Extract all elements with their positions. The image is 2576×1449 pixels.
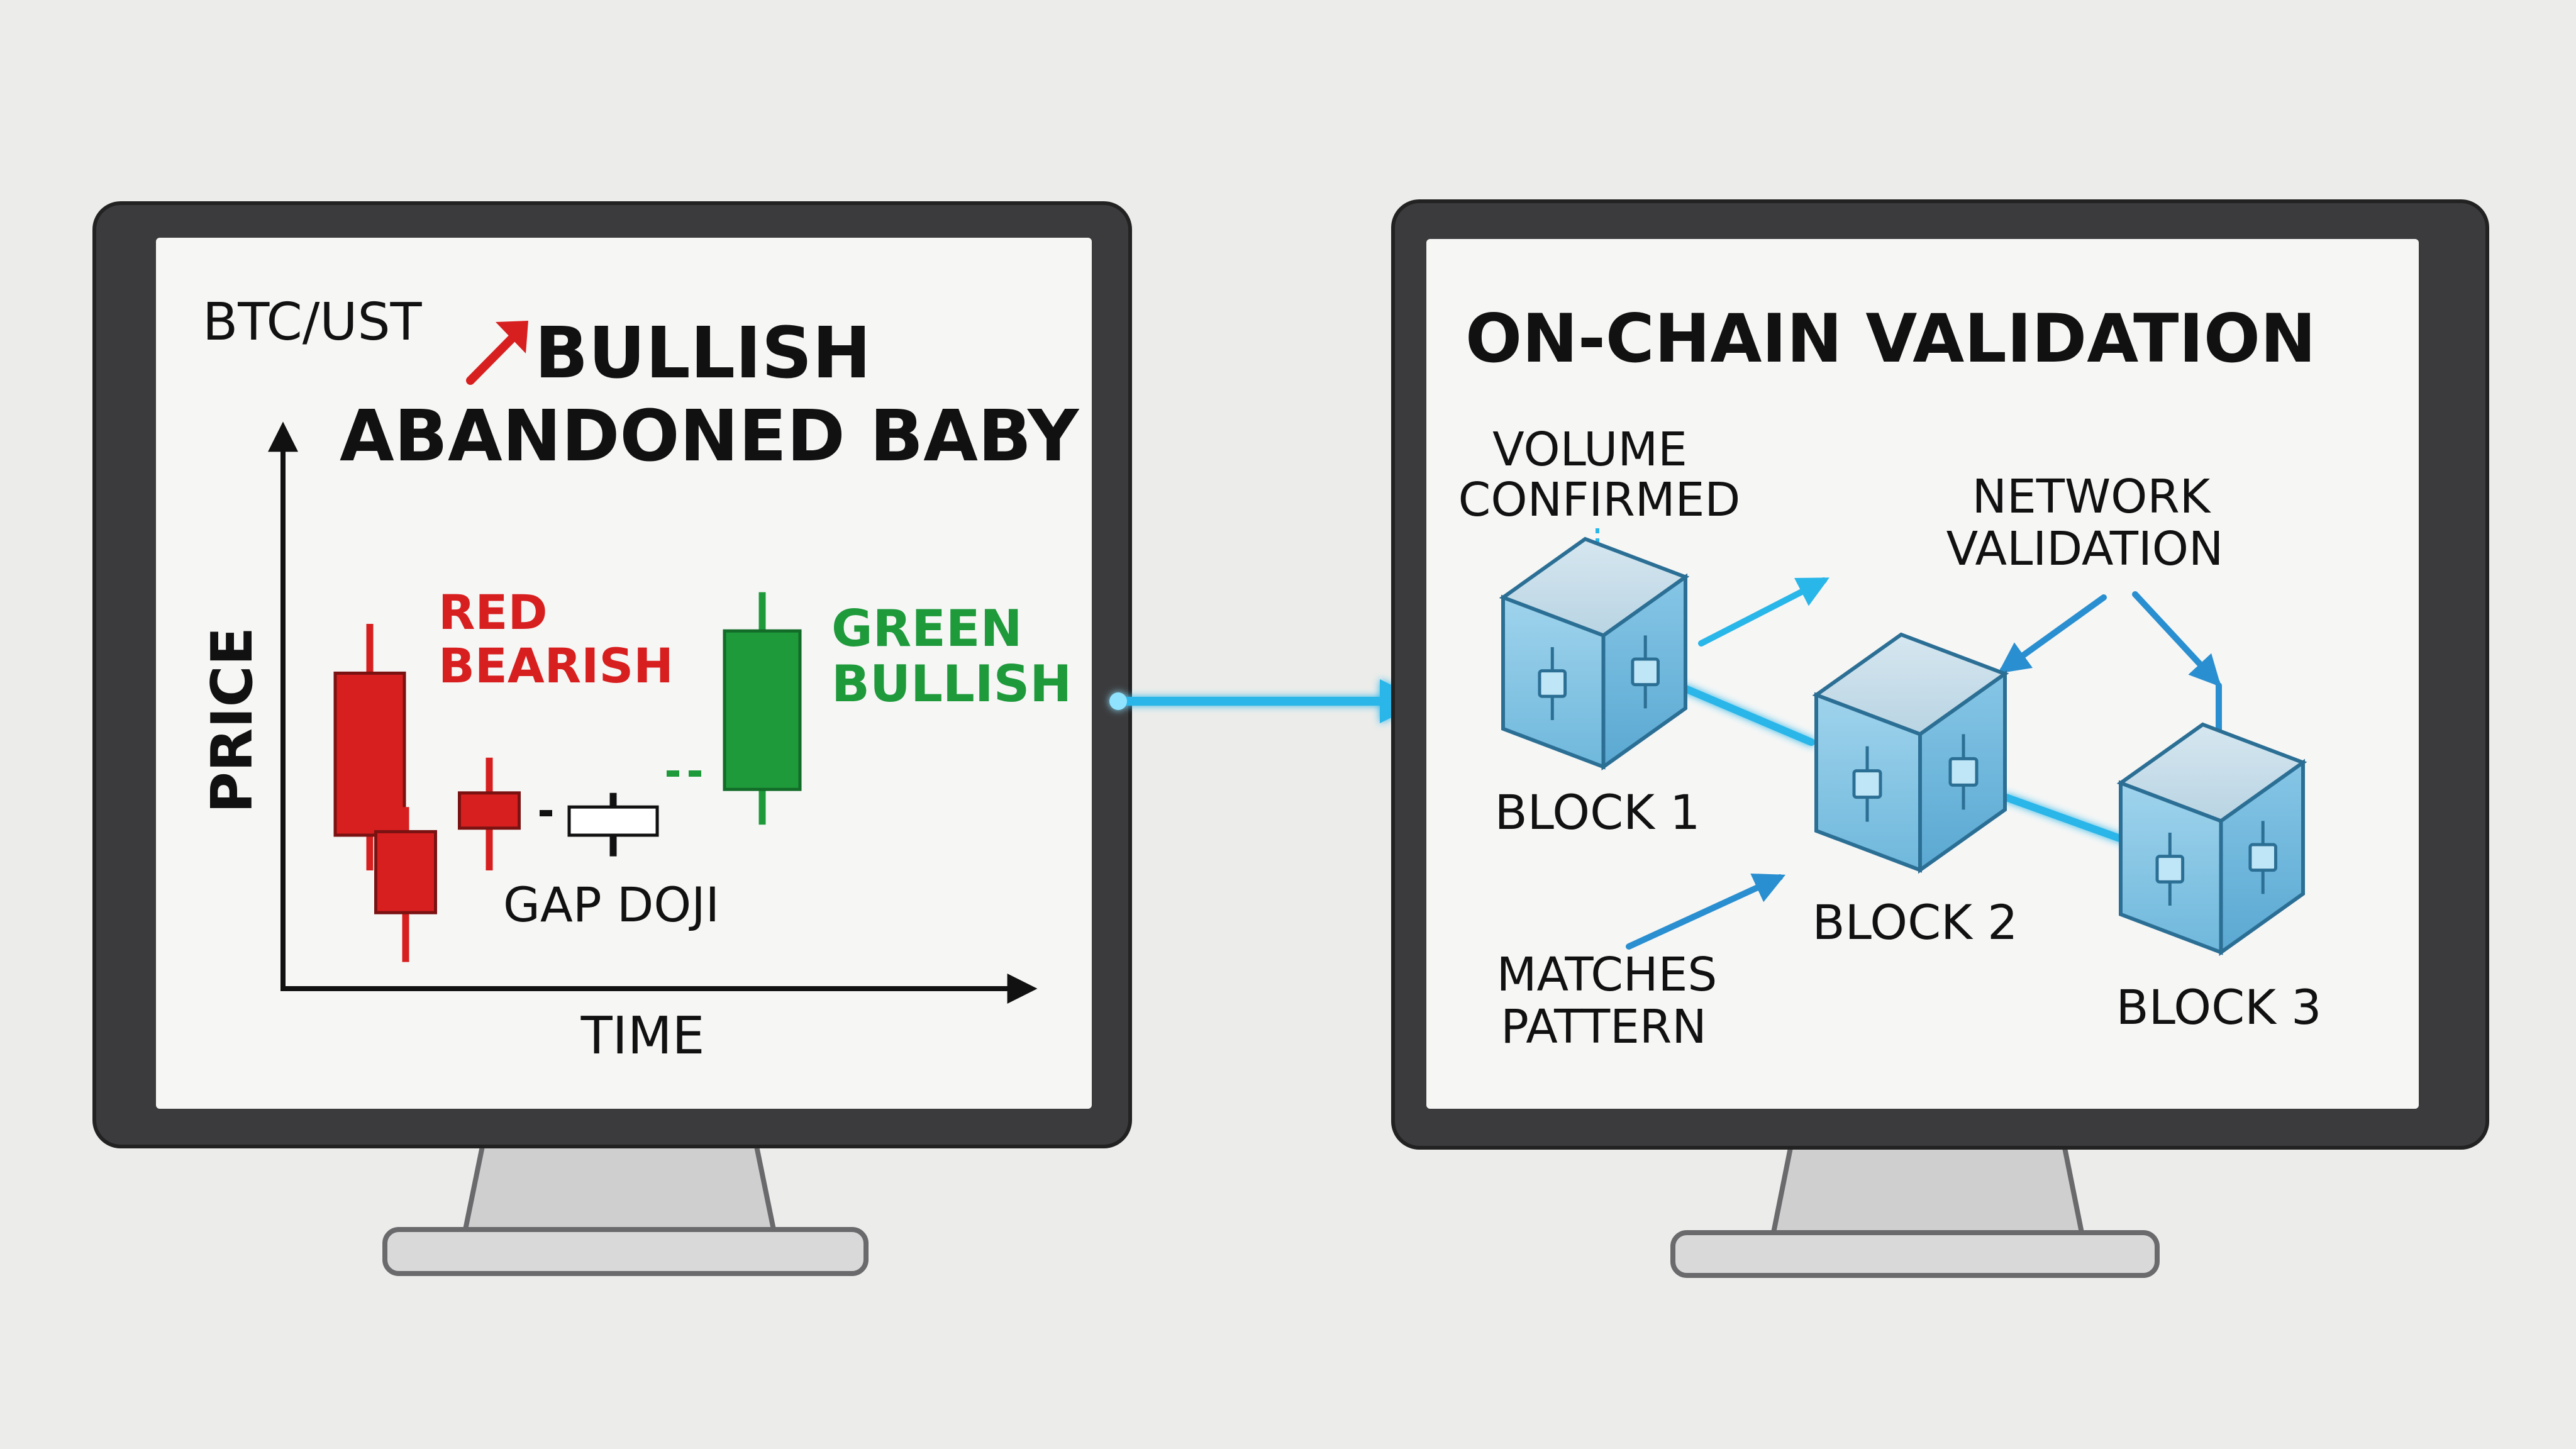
candle-green <box>723 592 802 825</box>
x-axis-label: TIME <box>580 1006 705 1066</box>
matches-label-line1: MATCHES <box>1497 948 1718 1002</box>
volume-arrow <box>1698 577 1829 647</box>
cube-icon <box>2116 722 2307 957</box>
block-label: BLOCK 1 <box>1494 784 1700 840</box>
network-label-line1: NETWORK <box>1972 470 2212 524</box>
block-1: BLOCK 1 <box>1494 536 1701 840</box>
candle-red <box>374 807 437 962</box>
left-monitor-stand <box>382 1135 869 1276</box>
left-monitor: BTC/UST BULLISH ABANDONED BABY PRICE TIM… <box>92 201 1132 1276</box>
matches-arrow <box>1626 873 1786 950</box>
network-arrow-right <box>2132 591 2221 687</box>
chart-title-line1: BULLISH <box>535 313 871 394</box>
y-axis-label: PRICE <box>199 627 265 813</box>
right-monitor-stand <box>1670 1136 2160 1278</box>
candle-body <box>458 791 521 830</box>
candle-body <box>567 805 659 837</box>
trend-up-arrow-icon <box>466 321 528 385</box>
validation-title: ON-CHAIN VALIDATION <box>1465 300 2316 377</box>
network-arrow-left <box>1997 594 2107 674</box>
pair-label: BTC/UST <box>203 292 422 352</box>
volume-label-line1: VOLUME <box>1492 423 1687 477</box>
block-label: BLOCK 3 <box>2116 979 2321 1035</box>
block-3: BLOCK 3 <box>2116 722 2322 1035</box>
annotation-arrows <box>1626 577 2222 950</box>
red-label-line2: BEARISH <box>438 638 674 694</box>
candle-white <box>567 792 659 857</box>
volume-label-line2: CONFIRMED <box>1458 473 1741 527</box>
blockchain-blocks: BLOCK 1 BLOCK 2 BLOCK 3 <box>1494 536 2322 1035</box>
green-label-line1: GREEN <box>831 599 1023 658</box>
cube-icon <box>1812 632 2009 874</box>
red-label-line1: RED <box>438 584 548 640</box>
doji-label: GAP DOJI <box>503 877 719 933</box>
gap-dashes <box>540 770 701 816</box>
green-label-line2: BULLISH <box>831 655 1072 713</box>
candle-red <box>458 757 521 870</box>
candle-body <box>333 671 406 837</box>
candlestick-series <box>333 592 802 962</box>
candle-body <box>374 830 437 914</box>
chain-links <box>1682 685 2136 847</box>
chart-title-line2: ABANDONED BABY <box>340 396 1080 477</box>
block-label: BLOCK 2 <box>1812 894 2018 950</box>
chart-axes <box>268 421 1038 1004</box>
block-2: BLOCK 2 <box>1812 632 2018 950</box>
candle-red <box>333 624 406 870</box>
monitor-link-connector <box>1109 679 1424 723</box>
cube-icon <box>1499 536 1690 771</box>
candle-body <box>723 629 802 791</box>
right-monitor: ON-CHAIN VALIDATION VOLUME CONFIRMED NET… <box>1391 199 2489 1278</box>
network-label-line2: VALIDATION <box>1946 522 2224 576</box>
matches-label-line2: PATTERN <box>1501 1000 1706 1054</box>
